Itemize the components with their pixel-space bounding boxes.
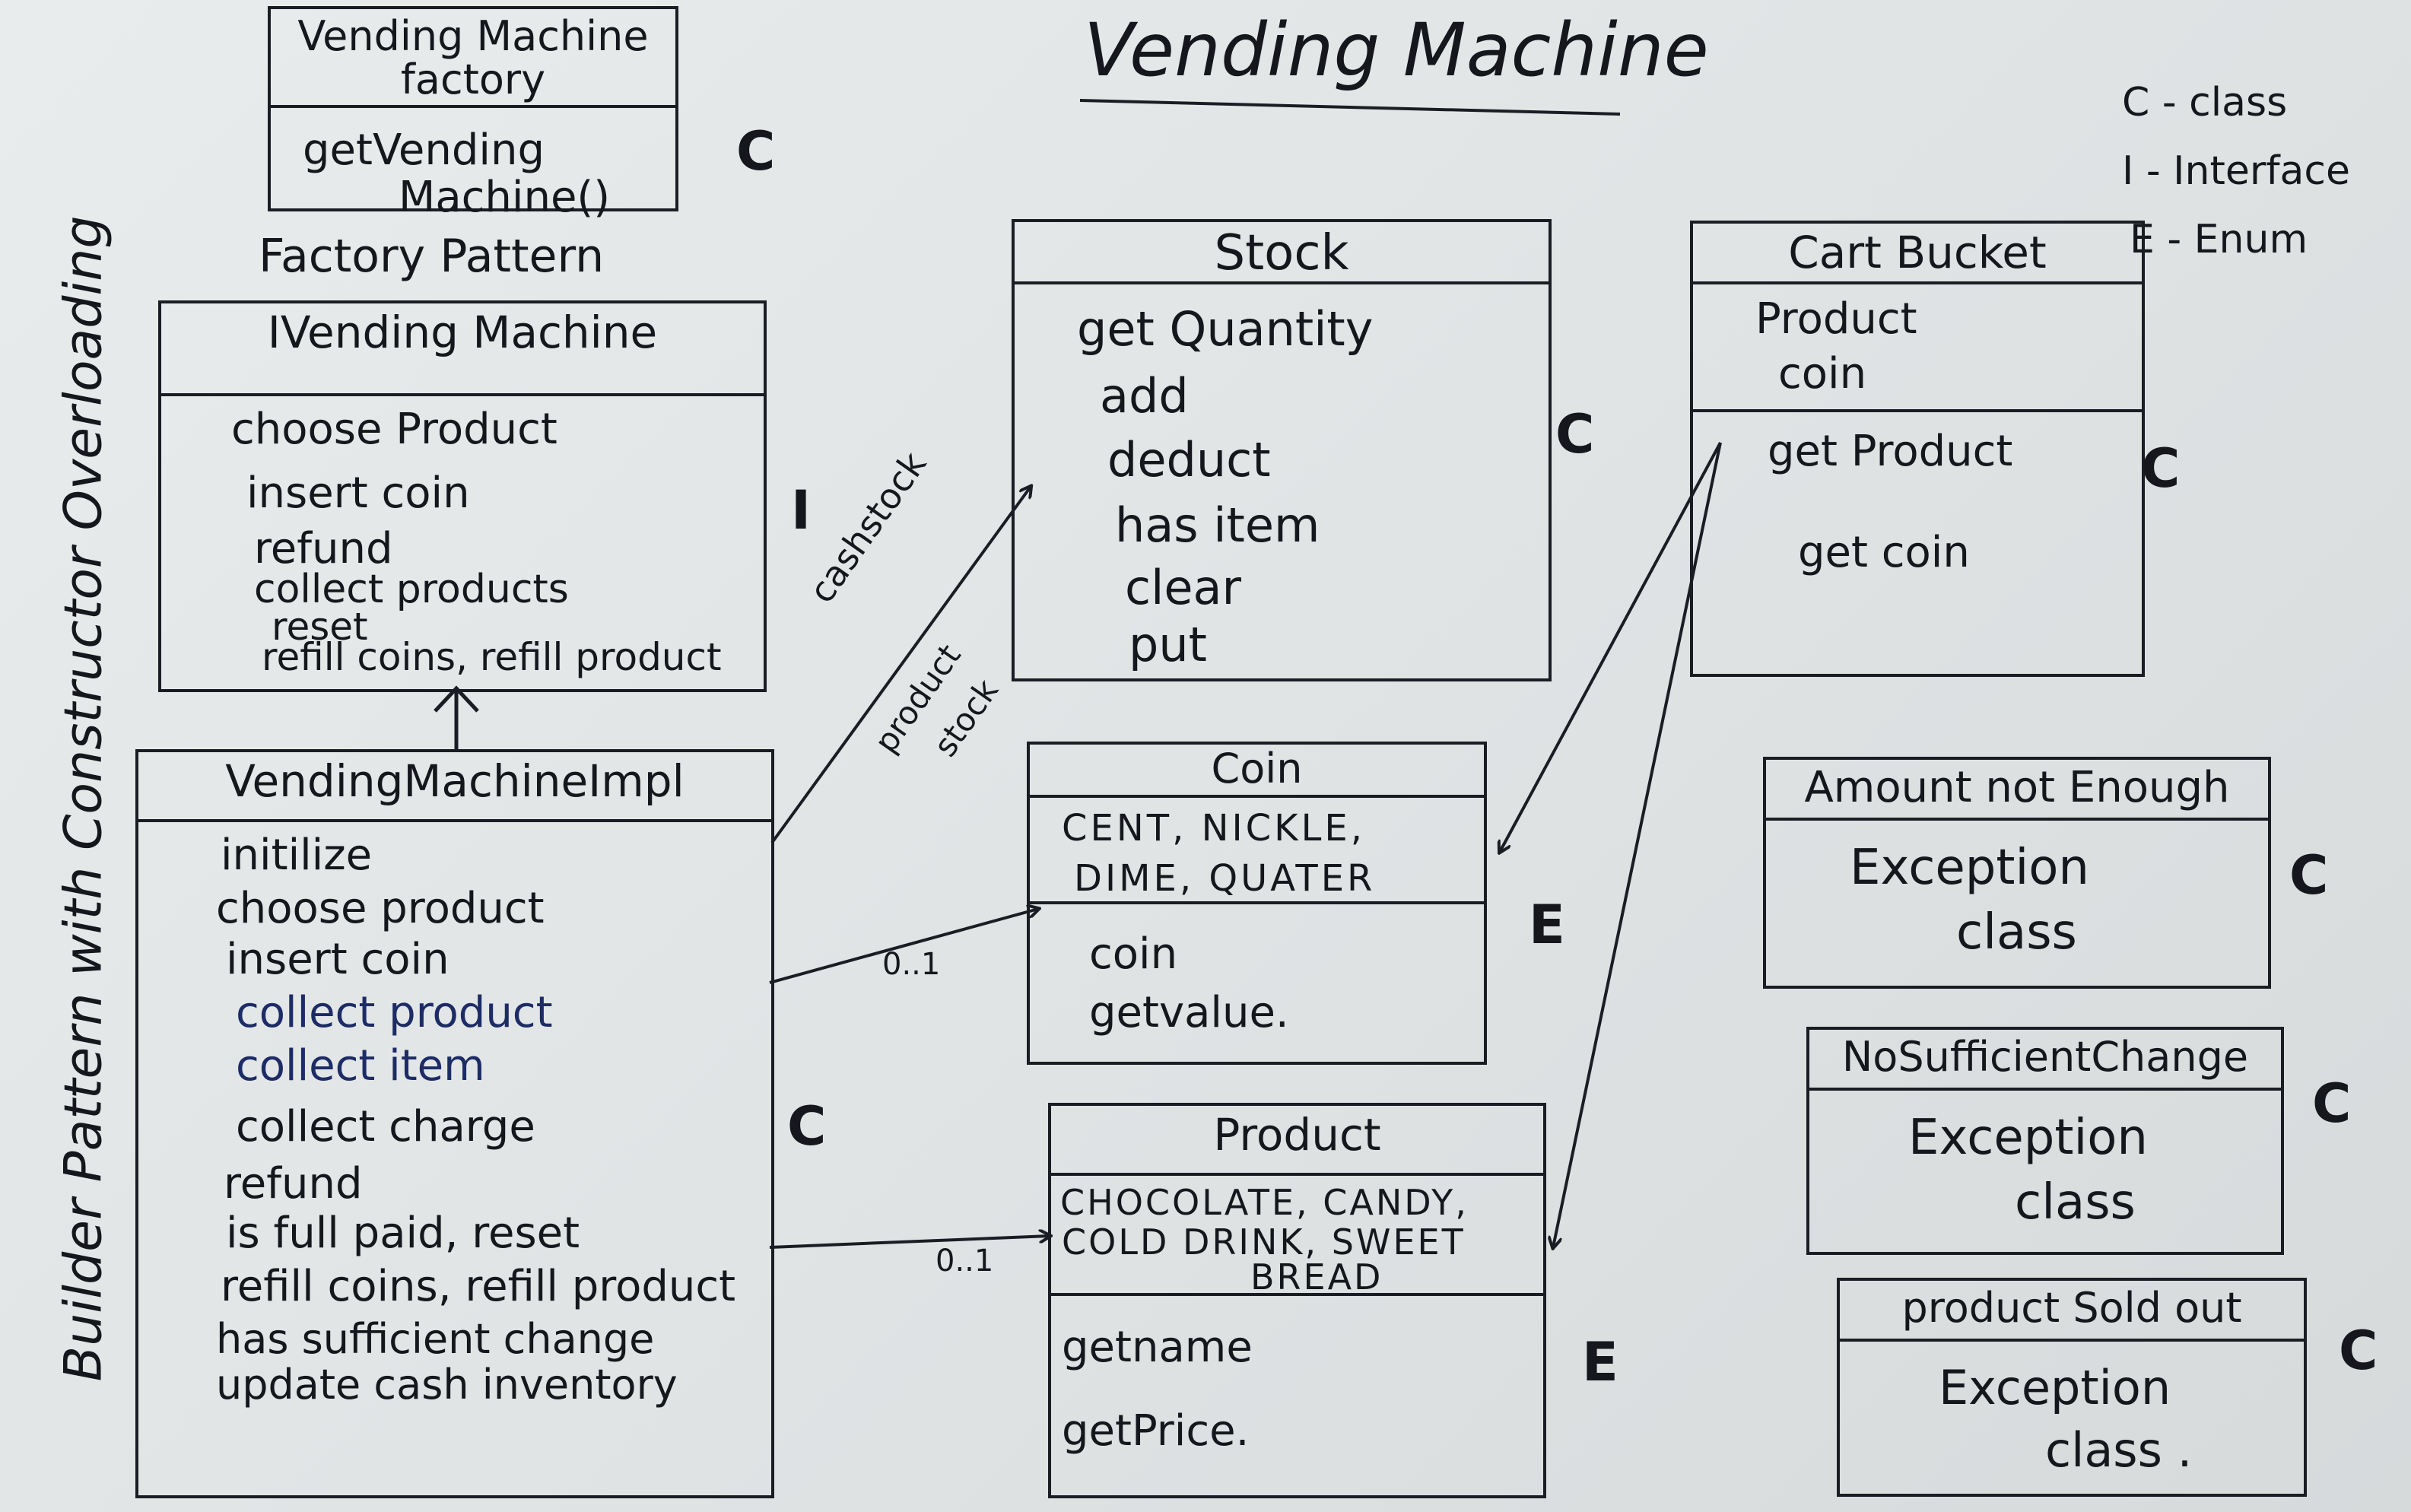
- coin-enum-name: Coin: [1030, 745, 1484, 798]
- stock-method: add: [1100, 368, 1189, 424]
- arrow-cart-to-coin: [1500, 442, 1722, 852]
- stock-method: clear: [1125, 560, 1241, 615]
- exception-line: Exception: [1908, 1110, 2148, 1166]
- exception-name: product Sold out: [1840, 1281, 2304, 1342]
- interface-method: refill coins, refill product: [262, 635, 722, 679]
- impl-method: collect charge: [236, 1102, 535, 1151]
- stock-method: get Quantity: [1077, 301, 1374, 357]
- exception-type-tag: C: [2339, 1320, 2378, 1382]
- cart-method: get coin: [1798, 528, 1970, 577]
- cart-method: get Product: [1768, 427, 2013, 476]
- interface-method: choose Product: [231, 405, 557, 454]
- impl-method: insert coin: [226, 935, 449, 984]
- interface-method: reset: [272, 605, 368, 649]
- factory-class-box: Vending Machine factory getVending Machi…: [268, 6, 678, 219]
- cart-type-tag: C: [2141, 437, 2181, 500]
- exception-box-product-sold-out: product Sold out Exception class .: [1837, 1278, 2307, 1497]
- exception-name: Amount not Enough: [1766, 760, 2268, 821]
- arrow-head-interface: [434, 685, 479, 713]
- exception-type-tag: C: [2289, 844, 2329, 907]
- stock-type-tag: C: [1555, 403, 1595, 465]
- exception-name: NoSufficientChange: [1809, 1030, 2281, 1091]
- page-title: Vending Machine: [1084, 8, 1709, 93]
- impl-method: initilize: [221, 831, 373, 880]
- product-enum-box: Product CHOCOLATE, CANDY, COLD DRINK, SW…: [1048, 1103, 1546, 1498]
- cart-class-name: Cart Bucket: [1693, 224, 2142, 284]
- product-method: getPrice.: [1062, 1406, 1250, 1456]
- exception-line: class: [2015, 1174, 2136, 1231]
- exception-box-no-sufficient-change: NoSufficientChange Exception class: [1806, 1027, 2284, 1255]
- impl-method: is full paid, reset: [226, 1209, 580, 1258]
- exception-line: Exception: [1850, 840, 2089, 896]
- product-value: COLD DRINK, SWEET: [1062, 1221, 1466, 1263]
- cart-field: coin: [1778, 349, 1867, 399]
- cart-fields: Product coin: [1693, 284, 2142, 412]
- cart-class-box: Cart Bucket Product coin get Product get…: [1690, 221, 2145, 677]
- exception-line: class: [1956, 904, 2077, 961]
- impl-method: refund: [224, 1159, 363, 1209]
- coin-method: coin: [1089, 929, 1178, 979]
- impl-method: has sufficient change: [216, 1315, 655, 1363]
- legend-interface: I - Interface: [2122, 148, 2350, 194]
- factory-type-tag: C: [736, 120, 776, 183]
- interface-type-tag: I: [791, 479, 812, 542]
- legend-enum: E - Enum: [2130, 217, 2308, 262]
- interface-method: refund: [254, 524, 393, 573]
- impl-class-box: VendingMachineImpl initilize choose prod…: [135, 749, 774, 1498]
- stock-class-box: Stock get Quantity add deduct has item c…: [1012, 219, 1552, 681]
- impl-class-name: VendingMachineImpl: [138, 752, 771, 822]
- exception-line: Exception: [1939, 1360, 2171, 1415]
- product-value: CHOCOLATE, CANDY,: [1060, 1182, 1469, 1223]
- factory-method: Machine(): [399, 173, 611, 222]
- arrow-impl-to-stock: [770, 487, 1031, 844]
- impl-method: refill coins, refill product: [221, 1262, 736, 1311]
- legend-class: C - class: [2122, 80, 2288, 125]
- impl-method: choose product: [216, 884, 545, 933]
- stock-method: has item: [1115, 497, 1320, 553]
- impl-method: update cash inventory: [216, 1361, 678, 1409]
- stock-method: put: [1129, 617, 1207, 672]
- product-type-tag: E: [1582, 1331, 1618, 1393]
- coin-multiplicity-label: 0..1: [882, 947, 941, 982]
- stock-class-name: Stock: [1015, 222, 1549, 284]
- factory-caption: Factory Pattern: [259, 230, 605, 283]
- impl-method: collect item: [236, 1041, 485, 1091]
- arrow-impl-to-product: [769, 1236, 1050, 1249]
- product-values: CHOCOLATE, CANDY, COLD DRINK, SWEET BREA…: [1051, 1176, 1543, 1296]
- interface-method: collect products: [254, 567, 569, 612]
- impl-type-tag: C: [787, 1095, 827, 1158]
- arrow-impl-to-coin: [769, 909, 1038, 984]
- stock-method: deduct: [1107, 432, 1271, 488]
- product-multiplicity-label: 0..1: [935, 1244, 994, 1279]
- impl-method: collect product: [236, 988, 553, 1037]
- product-enum-name: Product: [1051, 1106, 1543, 1176]
- interface-method: insert coin: [246, 469, 470, 518]
- side-note: Builder Pattern with Constructor Overloa…: [53, 215, 114, 1382]
- coin-enum-box: Coin CENT, NICKLE, DIME, QUATER coin get…: [1027, 742, 1487, 1065]
- exception-line: class .: [2045, 1422, 2193, 1478]
- coin-value: CENT, NICKLE,: [1062, 807, 1365, 850]
- coin-value: DIME, QUATER: [1074, 857, 1376, 900]
- interface-box: IVending Machine choose Product insert c…: [158, 300, 767, 692]
- interface-name: IVending Machine: [161, 303, 764, 396]
- coin-type-tag: E: [1529, 894, 1565, 956]
- cart-field: Product: [1755, 294, 1917, 344]
- coin-method: getvalue.: [1089, 988, 1289, 1037]
- coin-values: CENT, NICKLE, DIME, QUATER: [1030, 798, 1484, 904]
- product-value: BREAD: [1250, 1256, 1383, 1298]
- exception-box-amount-not-enough: Amount not Enough Exception class: [1763, 757, 2271, 989]
- factory-class-name: Vending Machine factory: [271, 9, 675, 108]
- product-method: getname: [1062, 1323, 1253, 1372]
- exception-type-tag: C: [2312, 1072, 2352, 1135]
- title-underline: [1079, 99, 1621, 116]
- factory-method: getVending: [303, 125, 545, 175]
